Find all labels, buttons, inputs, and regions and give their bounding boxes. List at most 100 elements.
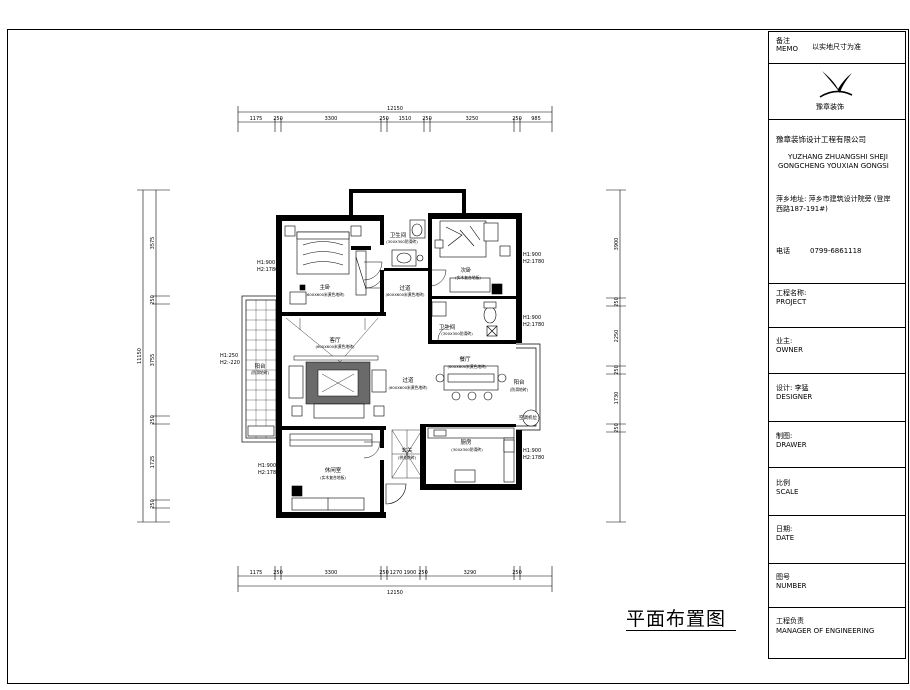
right-dim-1: 3900 <box>614 238 620 251</box>
divider <box>768 63 906 64</box>
scale-label-cn: 比例 <box>776 479 790 487</box>
number-label-en: NUMBER <box>776 582 807 590</box>
divider <box>768 421 906 422</box>
aisle-label: 过道 <box>402 376 414 384</box>
number-label-cn: 图号 <box>776 573 790 581</box>
right-dim-4: 250 <box>614 365 620 375</box>
mid-bath-label: 卫生间 <box>439 323 456 331</box>
study-label: 休闲室 <box>325 466 342 474</box>
master-window-h1: H1:900 <box>257 260 275 266</box>
company-name-en-1: YUZHANG ZHUANGSHI SHEJI <box>788 153 888 161</box>
left-dim-3: 3755 <box>150 354 156 367</box>
bottom-dim-6: 1900 <box>404 570 417 576</box>
company-name-cn: 豫章装饰设计工程有限公司 <box>776 135 866 144</box>
aisle-note: (600X600米黄色地砖) <box>388 385 428 390</box>
living-room-tv-cabinet <box>293 355 379 361</box>
phone-label: 电话 <box>776 247 790 255</box>
kitchen-note: (300X300防滑砖) <box>451 447 483 452</box>
entrance-label: 玄关 <box>401 446 413 454</box>
divider <box>768 327 906 328</box>
scale-label-en: SCALE <box>776 488 799 496</box>
owner-label-en: OWNER <box>776 346 803 354</box>
second-bedroom-bed <box>434 220 511 258</box>
mid-bath-note: (300X300防滑砖) <box>441 331 473 336</box>
top-dim-6: 250 <box>422 116 432 122</box>
kitchen-label: 厨房 <box>460 438 472 446</box>
dining-note: (600X600米黄色地砖) <box>447 364 487 369</box>
bottom-dim-3: 3300 <box>325 570 338 576</box>
address-line-2: 西路187-191#) <box>776 205 828 213</box>
top-bath-note: (300X300防滑砖) <box>386 239 418 244</box>
top-dim-3: 3300 <box>325 116 338 122</box>
top-bath-fixtures <box>391 219 426 267</box>
divider <box>768 119 906 120</box>
balcony-right-label: 阳台 <box>513 378 525 386</box>
kitchen-window-h1: H1:900 <box>523 448 541 454</box>
top-dimension-chain <box>237 106 553 132</box>
divider <box>768 563 906 564</box>
master-note: (600X600米黄色地砖) <box>305 292 345 297</box>
date-label-cn: 日期: <box>776 525 793 533</box>
mid-bath-fixtures <box>431 301 498 337</box>
left-dim-1: 3575 <box>150 237 156 250</box>
top-bath-label: 卫生间 <box>390 231 407 239</box>
study-wardrobe <box>291 485 365 511</box>
bottom-dimension-chain <box>237 566 553 592</box>
balcony-window-h1: H1:250 <box>220 353 238 359</box>
divider <box>768 373 906 374</box>
study-door-swing <box>363 441 381 459</box>
drawer-label-en: DRAWER <box>776 441 807 449</box>
master-window-h2: H2:1780 <box>257 267 278 273</box>
master-bedroom-label: 主卧 <box>319 283 331 291</box>
left-total-dim: 11150 <box>137 348 143 364</box>
right-dim-5: 1730 <box>614 392 620 405</box>
exterior-walls <box>276 189 522 518</box>
entrance-note: (拼花地砖) <box>398 455 417 460</box>
second-window-h2: H2:1780 <box>523 259 544 265</box>
owner-label-cn: 业主: <box>776 337 793 345</box>
project-label-cn: 工程名称: <box>776 289 807 297</box>
second-window-h1: H1:900 <box>523 252 541 258</box>
midbath-window-h2: H2:1780 <box>523 322 544 328</box>
top-dim-2: 250 <box>273 116 283 122</box>
memo-value: 以实地尺寸为准 <box>812 43 861 51</box>
second-note: (实木复合地板) <box>455 275 481 280</box>
mid-bath-door-swing <box>437 325 453 341</box>
ac-unit-icon <box>522 409 540 427</box>
top-dim-8: 250 <box>512 116 522 122</box>
bottom-dim-4: 250 <box>379 570 389 576</box>
second-door-swing <box>429 269 447 287</box>
memo-label-en: MEMO <box>776 45 799 53</box>
top-bath-door-swing <box>363 261 383 281</box>
study-desk <box>289 433 373 447</box>
left-dim-4: 250 <box>150 415 156 425</box>
balcony-left-cabinet <box>247 425 275 437</box>
study-window-h1: H1:900 <box>258 463 276 469</box>
balcony-left-label: 阳台 <box>254 362 266 370</box>
plan-title: 平面布置图 <box>626 608 727 630</box>
entrance-floor-pattern <box>391 429 423 479</box>
bottom-dim-5: 1270 <box>390 570 403 576</box>
top-dim-4: 250 <box>379 116 389 122</box>
top-dim-1: 1175 <box>250 116 263 122</box>
left-dim-2: 250 <box>150 295 156 305</box>
phone-value: 0799-6861118 <box>810 247 862 255</box>
title-block: 备注 MEMO 以实地尺寸为准 豫章装饰 豫章装饰设计工程有限公司 YUZHAN… <box>768 31 906 659</box>
midbath-window-h1: H1:900 <box>523 315 541 321</box>
living-room-ceiling-lines <box>285 317 379 363</box>
balcony-left-tiles <box>246 300 276 438</box>
memo-label-cn: 备注 <box>776 37 790 45</box>
company-name-en-2: GONGCHENG YOUXIAN GONGSI <box>778 162 889 170</box>
left-dim-6: 250 <box>150 499 156 509</box>
master-bedroom-bed <box>284 225 362 275</box>
address-line-1: 萍乡地址: 萍乡市建筑设计院旁 (登岸 <box>776 195 891 203</box>
divider <box>768 467 906 468</box>
bottom-dim-8: 3290 <box>464 570 477 576</box>
master-door-swing <box>365 269 385 289</box>
divider <box>768 607 906 608</box>
company-logo-icon <box>819 71 853 98</box>
left-dimension-chain <box>137 189 170 523</box>
bottom-dim-2: 250 <box>273 570 283 576</box>
living-room-sofa <box>288 365 387 419</box>
